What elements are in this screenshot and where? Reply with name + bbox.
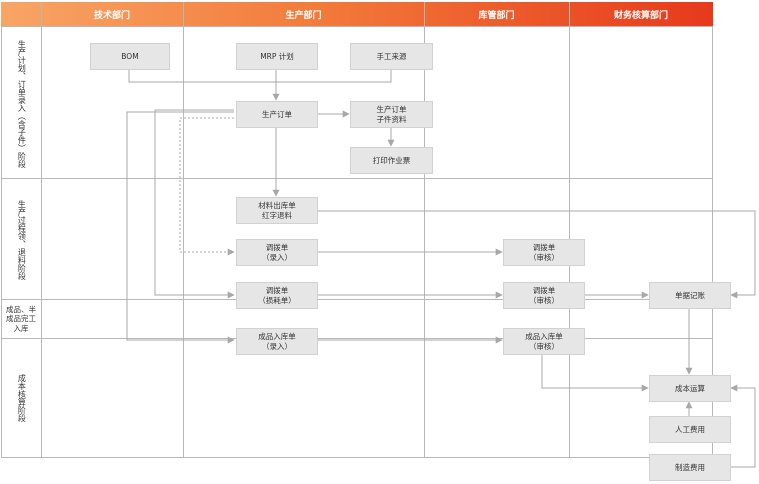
stage-label-finished-goods: 成品、半成品完工入库 [6, 304, 36, 333]
node-label-line1: 成品入库单 [525, 332, 563, 342]
stage-label-planning: 生产计划、订单录入（含子件）阶段 [17, 40, 27, 168]
node-transfer-entry[interactable]: 调拨单 （录入） [236, 239, 318, 266]
node-label: 人工费用 [675, 424, 705, 434]
node-label-line1: 成品入库单 [258, 332, 296, 342]
node-bom[interactable]: BOM [90, 43, 170, 70]
node-labor-cost[interactable]: 人工费用 [649, 416, 731, 443]
node-transfer-scrap[interactable]: 调拨单 （损耗单） [236, 282, 318, 309]
dept-header-finance: 财务核算部门 [613, 10, 668, 21]
dept-header-production: 生产部门 [285, 10, 322, 21]
node-label: 打印作业票 [372, 155, 411, 165]
node-label-line2: （录入） [262, 252, 292, 262]
node-cost-calculation[interactable]: 成本运算 [649, 375, 731, 402]
node-manual-source[interactable]: 手工来源 [350, 43, 433, 70]
node-label: 成本运算 [675, 383, 705, 393]
node-label-line1: 生产订单 [376, 105, 407, 115]
node-transfer-audit-2[interactable]: 调拨单 （审核） [503, 282, 585, 309]
node-label-line1: 调拨单 [265, 243, 289, 253]
stage-label-material: 生产过程领、退料阶段 [17, 200, 27, 280]
node-finished-goods-audit[interactable]: 成品入库单 （审核） [503, 328, 585, 355]
node-finished-goods-entry[interactable]: 成品入库单 （录入） [236, 328, 318, 355]
node-label-line2: （录入） [262, 341, 292, 351]
node-label-line2: （审核） [529, 252, 559, 262]
stage-label-costing: 成本核算阶段 [17, 374, 27, 422]
node-document-posting[interactable]: 单据记账 [649, 282, 731, 309]
node-label: 生产订单 [262, 109, 292, 119]
node-label-line2: 子件资料 [376, 114, 407, 124]
node-label-line2: （审核） [529, 341, 559, 351]
node-label: BOM [121, 51, 139, 61]
node-label-line1: 调拨单 [265, 286, 289, 296]
node-label: MRP 计划 [260, 51, 294, 61]
node-production-order[interactable]: 生产订单 [236, 101, 318, 128]
dept-header-tech: 技术部门 [93, 10, 130, 21]
header-bar [1, 2, 713, 26]
node-mrp-plan[interactable]: MRP 计划 [236, 43, 318, 70]
node-label: 制造费用 [675, 462, 705, 472]
node-label-line2: （损耗单） [258, 295, 296, 305]
node-label-line1: 调拨单 [532, 286, 556, 296]
node-print-job-ticket[interactable]: 打印作业票 [350, 147, 433, 174]
node-label-line1: 调拨单 [532, 243, 556, 253]
dept-header-warehouse: 库管部门 [478, 10, 515, 21]
node-label-line2: 红字退料 [262, 210, 292, 220]
node-label: 单据记账 [675, 290, 705, 300]
node-label-line2: （审核） [529, 295, 559, 305]
node-transfer-audit[interactable]: 调拨单 （审核） [503, 239, 585, 266]
grid-lines [1, 2, 713, 458]
node-production-order-components[interactable]: 生产订单 子件资料 [350, 101, 433, 128]
connectors [126, 70, 756, 468]
node-material-outbound[interactable]: 材料出库单 红字退料 [236, 197, 318, 224]
node-label: 手工来源 [376, 51, 407, 61]
node-manufacturing-overhead[interactable]: 制造费用 [649, 454, 731, 481]
node-label-line1: 材料出库单 [258, 201, 296, 211]
